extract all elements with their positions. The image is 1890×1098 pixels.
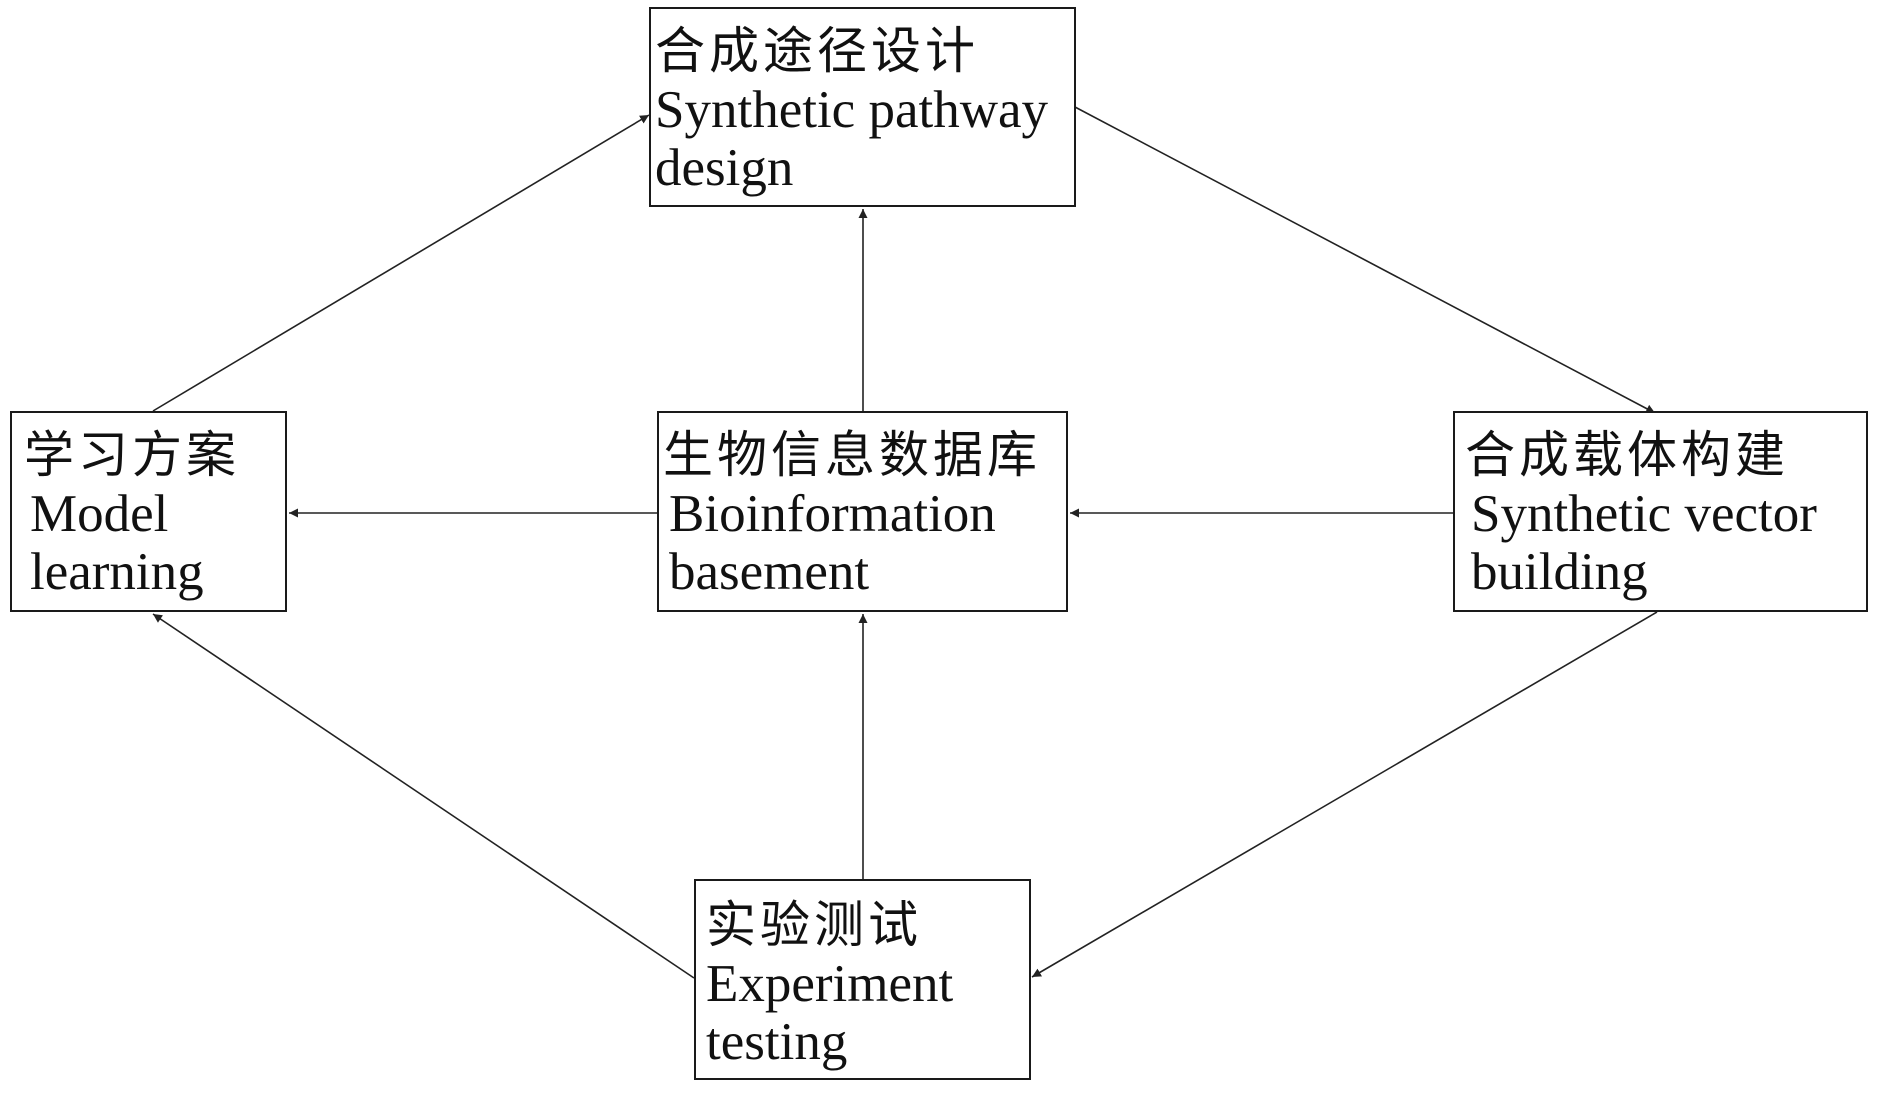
node-label-zh: 实验测试 — [706, 896, 922, 954]
node-label-zh: 学习方案 — [24, 426, 240, 484]
edge-right-to-bottom — [1031, 611, 1658, 978]
node-label-zh: 合成途径设计 — [655, 22, 979, 80]
edge-left-to-top — [152, 114, 650, 412]
node-label-en-line2: learning — [30, 543, 204, 601]
node-label-en-line1: Synthetic pathway — [655, 81, 1048, 139]
node-label-zh: 生物信息数据库 — [663, 426, 1041, 484]
node-label-zh: 合成载体构建 — [1465, 426, 1789, 484]
node-label-en-line1: Bioinformation — [669, 485, 996, 543]
node-label-en-line2: basement — [669, 543, 870, 601]
node-label-en-line2: building — [1471, 543, 1648, 601]
node-synthetic-vector-building: 合成载体构建 Synthetic vector building — [1453, 411, 1868, 612]
node-label-en-line1: Synthetic vector — [1471, 485, 1817, 543]
edge-bottom-to-left — [152, 613, 695, 979]
node-bioinformation-basement: 生物信息数据库 Bioinformation basement — [657, 411, 1068, 612]
node-label-en-line1: Model — [30, 485, 169, 543]
node-label-en-line2: design — [655, 139, 794, 197]
node-label-en-line1: Experiment — [706, 955, 954, 1013]
edge-top-to-right — [1074, 106, 1656, 414]
node-experiment-testing: 实验测试 Experiment testing — [694, 879, 1031, 1080]
node-model-learning: 学习方案 Model learning — [10, 411, 287, 612]
node-synthetic-pathway-design: 合成途径设计 Synthetic pathway design — [649, 7, 1076, 207]
node-label-en-line2: testing — [706, 1013, 848, 1071]
